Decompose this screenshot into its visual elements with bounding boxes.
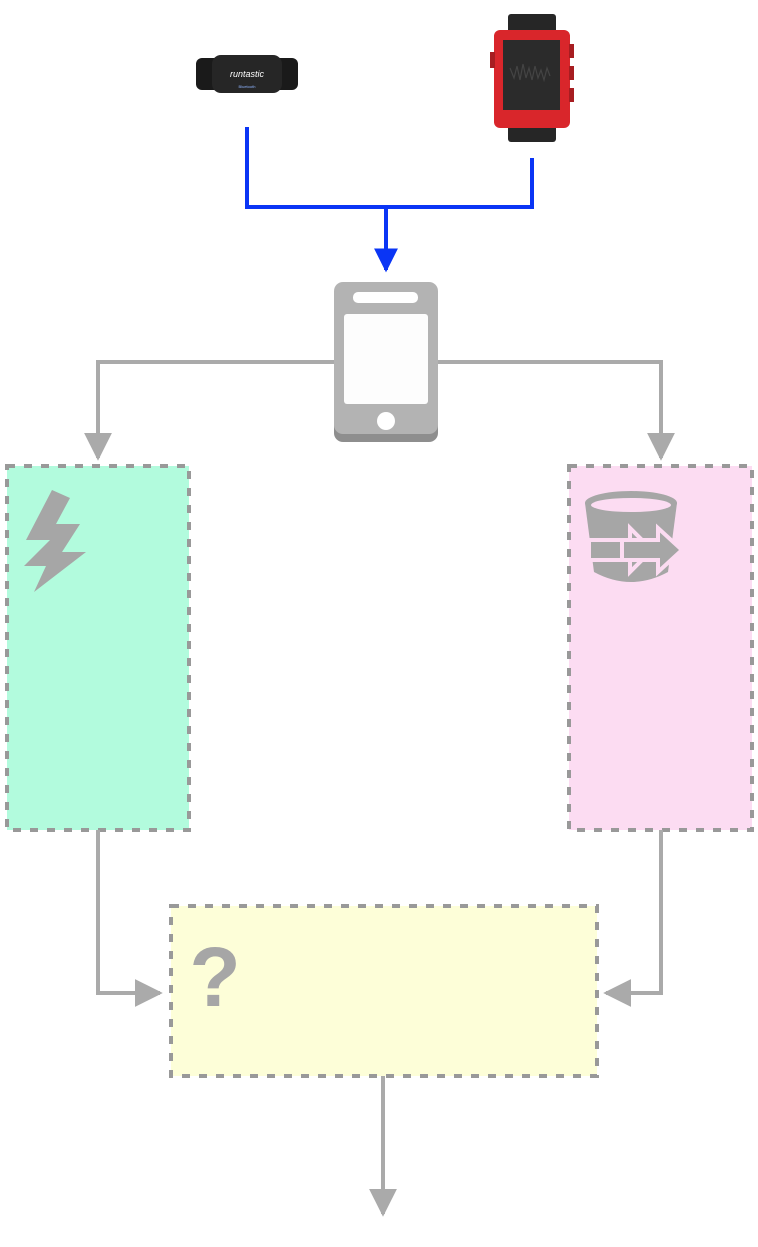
smartwatch-device — [490, 14, 574, 142]
boxes-to-bottom-arrows — [96, 830, 663, 1007]
bucket-arrows-icon — [585, 491, 685, 582]
question-mark-glyph: ? — [189, 930, 240, 1024]
lightning-icon — [24, 490, 86, 592]
phone-to-boxes-arrows — [84, 360, 675, 461]
device-link-lines — [245, 127, 534, 273]
strap-sub-text: Bluetooth — [239, 84, 256, 89]
strap-brand-text: runtastic — [230, 69, 265, 79]
bottom-unknown-box: ? — [169, 904, 599, 1078]
right-storage-box — [567, 464, 754, 832]
heart-rate-strap-device: runtastic Bluetooth — [196, 55, 298, 93]
phone-icon — [334, 282, 438, 442]
left-processing-box — [5, 464, 191, 832]
